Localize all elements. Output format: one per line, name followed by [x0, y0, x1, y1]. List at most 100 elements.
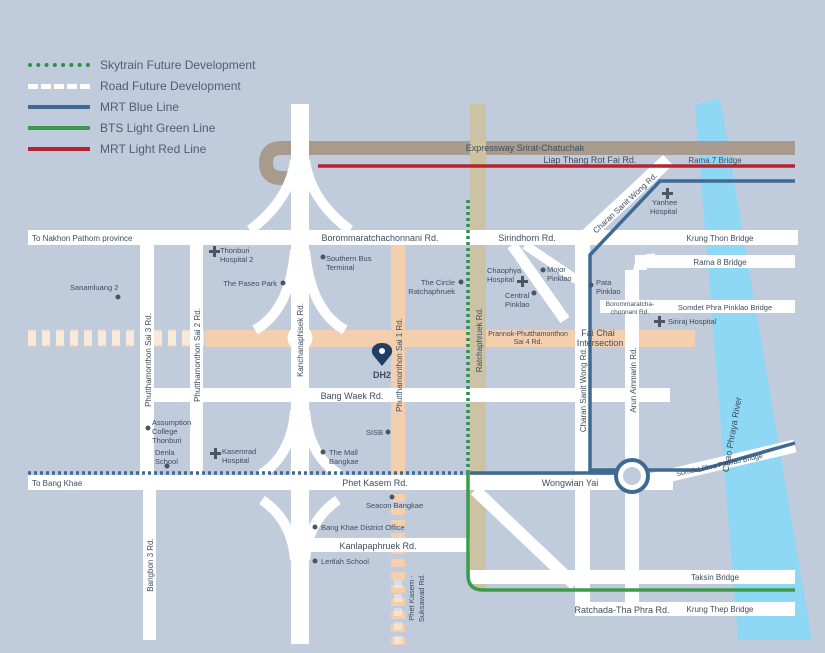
poi-chaophya-1: Chaophya — [487, 266, 522, 275]
poi-assumption-2: College — [152, 427, 177, 436]
ratchaphruek-corridor — [470, 104, 486, 589]
road-phet-kasem — [28, 475, 673, 490]
pin-dot — [379, 348, 385, 354]
label-bangbon3: Bangbon 3 Rd. — [146, 538, 155, 591]
label-wongwian-yai: Wongwian Yai — [542, 478, 599, 488]
poi-denla-2: School — [155, 457, 178, 466]
poi-mojor-2: Pinklao — [547, 274, 572, 283]
legend-label: Road Future Development — [100, 79, 241, 93]
label-krung-thon: Krung Thon Bridge — [686, 234, 754, 243]
poi-kasemrad-2: Hospital — [222, 456, 249, 465]
hospital-icon — [654, 316, 665, 327]
label-expressway: Expressway Srirat-Chatuchak — [466, 143, 585, 153]
future-road-sai1 — [391, 243, 405, 468]
legend-mrt-red: MRT Light Red Line — [28, 139, 206, 159]
legend-swatch — [28, 63, 90, 67]
legend-label: Skytrain Future Development — [100, 58, 256, 72]
project-label: DH2 — [373, 370, 391, 380]
label-to-bang-khae: To Bang Khae — [32, 479, 83, 488]
poi-central-1: Central — [505, 291, 530, 300]
label-suksawad-1: Phet Kasem - — [407, 575, 416, 621]
road-phet-kasem-branch — [470, 485, 580, 590]
road-network — [28, 104, 798, 644]
poi-dot — [312, 524, 318, 530]
mrt-blue-line-north — [588, 179, 795, 472]
label-arun-ammarin: Arun Ammarin Rd. — [629, 347, 638, 412]
legend-bts-green: BTS Light Green Line — [28, 118, 215, 138]
expressway-loop — [259, 162, 300, 185]
label-suksawad-2: Suksawad Rd. — [417, 574, 426, 622]
poi-yanhee-1: Yanhee — [652, 198, 677, 207]
poi-circle-1: The Circle — [421, 278, 455, 287]
legend-road-future: Road Future Development — [28, 76, 241, 96]
poi-paseo-park: The Paseo Park — [223, 279, 277, 288]
label-phutthamonthon-sai1: Phutthamonthon Sai 1 Rd. — [395, 318, 404, 412]
legend-swatch — [28, 83, 90, 89]
poi-dot — [312, 558, 318, 564]
label-ratchada-tha-phra: Ratchada-Tha Phra Rd. — [574, 605, 669, 615]
bts-light-green-line — [466, 470, 795, 592]
road-sirindhorn-branch — [507, 241, 570, 324]
hospital-icon — [209, 246, 220, 257]
poi-mojor-1: Mojor — [547, 265, 566, 274]
poi-pata-1: Pata — [596, 278, 612, 287]
interchange-ring — [287, 325, 313, 351]
legend-mrt-blue: MRT Blue Line — [28, 97, 179, 117]
poi-central-2: Pinklao — [505, 300, 530, 309]
poi-chaophya-2: Hospital — [487, 275, 514, 284]
poi-circle-2: Ratchaphruek — [408, 287, 455, 296]
label-somdet-phra-pinklao: Somdet Phra Pinklao Bridge — [678, 303, 772, 312]
poi-assumption-3: Thonburi — [152, 436, 182, 445]
label-prannok-1: Prannok-Phutthamonthon — [488, 331, 568, 338]
road-mojor-branch — [522, 241, 583, 286]
road-charan-diagonal — [577, 154, 673, 246]
poi-yanhee-2: Hospital — [650, 207, 677, 216]
label-kanlapaphruek: Kanlapaphruek Rd. — [339, 541, 416, 551]
poi-dot — [145, 425, 151, 431]
legend-swatch — [28, 105, 90, 109]
label-liap-thang: Liap Thang Rot Fai Rd. — [544, 155, 637, 165]
label-charan-sanit-wong: Charan Sanit Wong Rd. — [579, 348, 588, 432]
road-bang-waek — [140, 388, 670, 402]
poi-assumption-1: Assumption — [152, 418, 191, 427]
poi-dot — [115, 294, 121, 300]
poi-dot — [320, 449, 326, 455]
poi-pata-2: Pinklao — [596, 287, 621, 296]
label-taksin: Taksin Bridge — [691, 573, 740, 582]
road-phutthamonthon-sai3 — [140, 245, 154, 480]
poi-southern-bus-2: Terminal — [326, 263, 355, 272]
legend-label: MRT Blue Line — [100, 100, 179, 114]
legend-swatch — [28, 126, 90, 130]
poi-sanamluang2: Sanamluang 2 — [70, 283, 118, 292]
label-borommaratchachonnani: Borommaratchachonnani Rd. — [321, 233, 438, 243]
hospital-icons — [209, 188, 673, 459]
label-bang-waek: Bang Waek Rd. — [321, 391, 384, 401]
location-pin-icon — [371, 343, 393, 366]
label-ratchaphruek: Ratchaphruek Rd. — [475, 308, 484, 372]
roundabout-center — [623, 467, 641, 485]
road-curve-rama8 — [633, 253, 656, 271]
label-borommaratcha-small-2: chonnani Rd. — [611, 309, 649, 316]
label-fai-chai-1: Fai Chai — [581, 328, 615, 338]
poi-the-mall-1: The Mall — [329, 448, 358, 457]
poi-dot — [458, 279, 464, 285]
poi-the-mall-2: Bangkae — [329, 457, 359, 466]
poi-southern-bus-1: Southern Bus — [326, 254, 372, 263]
poi-thonburi-hospital2-2: Hospital 2 — [220, 255, 253, 264]
future-road-prannok — [205, 330, 695, 347]
road-phutthamonthon-sai2 — [190, 245, 203, 480]
label-to-nakhon-pathom: To Nakhon Pathom province — [32, 234, 133, 243]
legend-swatch — [28, 147, 90, 151]
legend-skytrain-future: Skytrain Future Development — [28, 55, 255, 75]
poi-dot — [320, 254, 326, 260]
legend-label: BTS Light Green Line — [100, 121, 216, 135]
poi-bang-khae-office: Bang Khae District Office — [321, 523, 405, 532]
mrt-blue-line-east — [648, 441, 796, 472]
poi-seacon: Seacon Bangkae — [366, 501, 423, 510]
road-arun-ammarin — [625, 270, 639, 480]
legend-label: MRT Light Red Line — [100, 142, 207, 156]
poi-thonburi-hospital2-1: Thonburi — [220, 246, 250, 255]
label-borommaratcha-small-1: Borommaratcha- — [606, 301, 654, 308]
project-pin[interactable]: DH2 — [371, 343, 393, 380]
hospital-icon — [517, 276, 528, 287]
